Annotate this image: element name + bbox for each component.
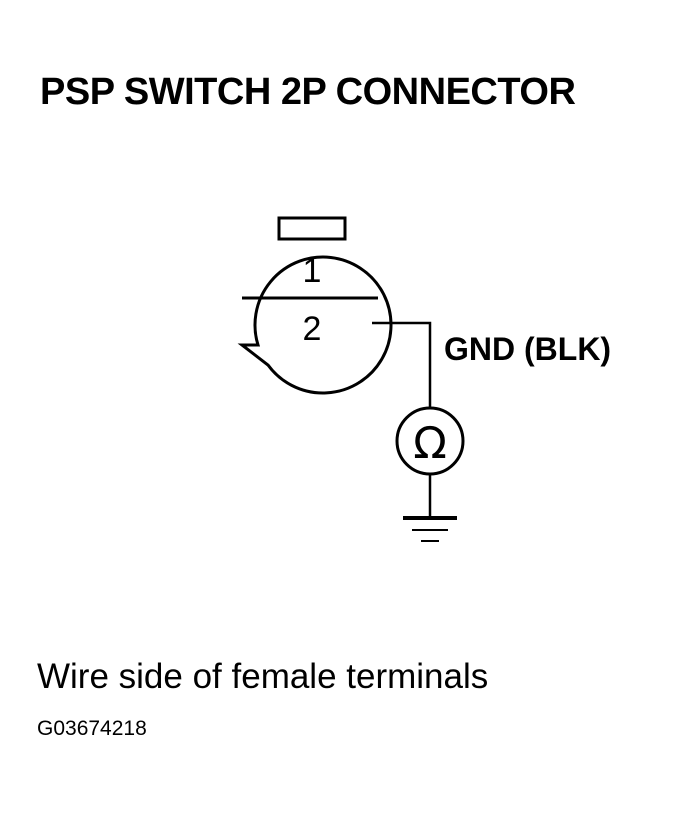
terminal-1-label: 1 — [303, 252, 322, 290]
diagram-caption: Wire side of female terminals — [37, 657, 489, 696]
psp-switch-connector — [237, 216, 393, 395]
terminal-2-label: 2 — [303, 310, 322, 348]
ohmmeter-icon: Ω — [395, 406, 465, 476]
ground-symbol-icon — [403, 516, 457, 542]
diagram-title: PSP SWITCH 2P CONNECTOR — [40, 71, 576, 113]
probe-wire — [372, 321, 432, 408]
ohm-symbol: Ω — [413, 418, 447, 469]
connector-body — [237, 255, 393, 395]
wire-label: GND (BLK) — [444, 331, 611, 367]
connector-lock-tab — [277, 216, 347, 241]
figure-code: G03674218 — [37, 717, 147, 740]
